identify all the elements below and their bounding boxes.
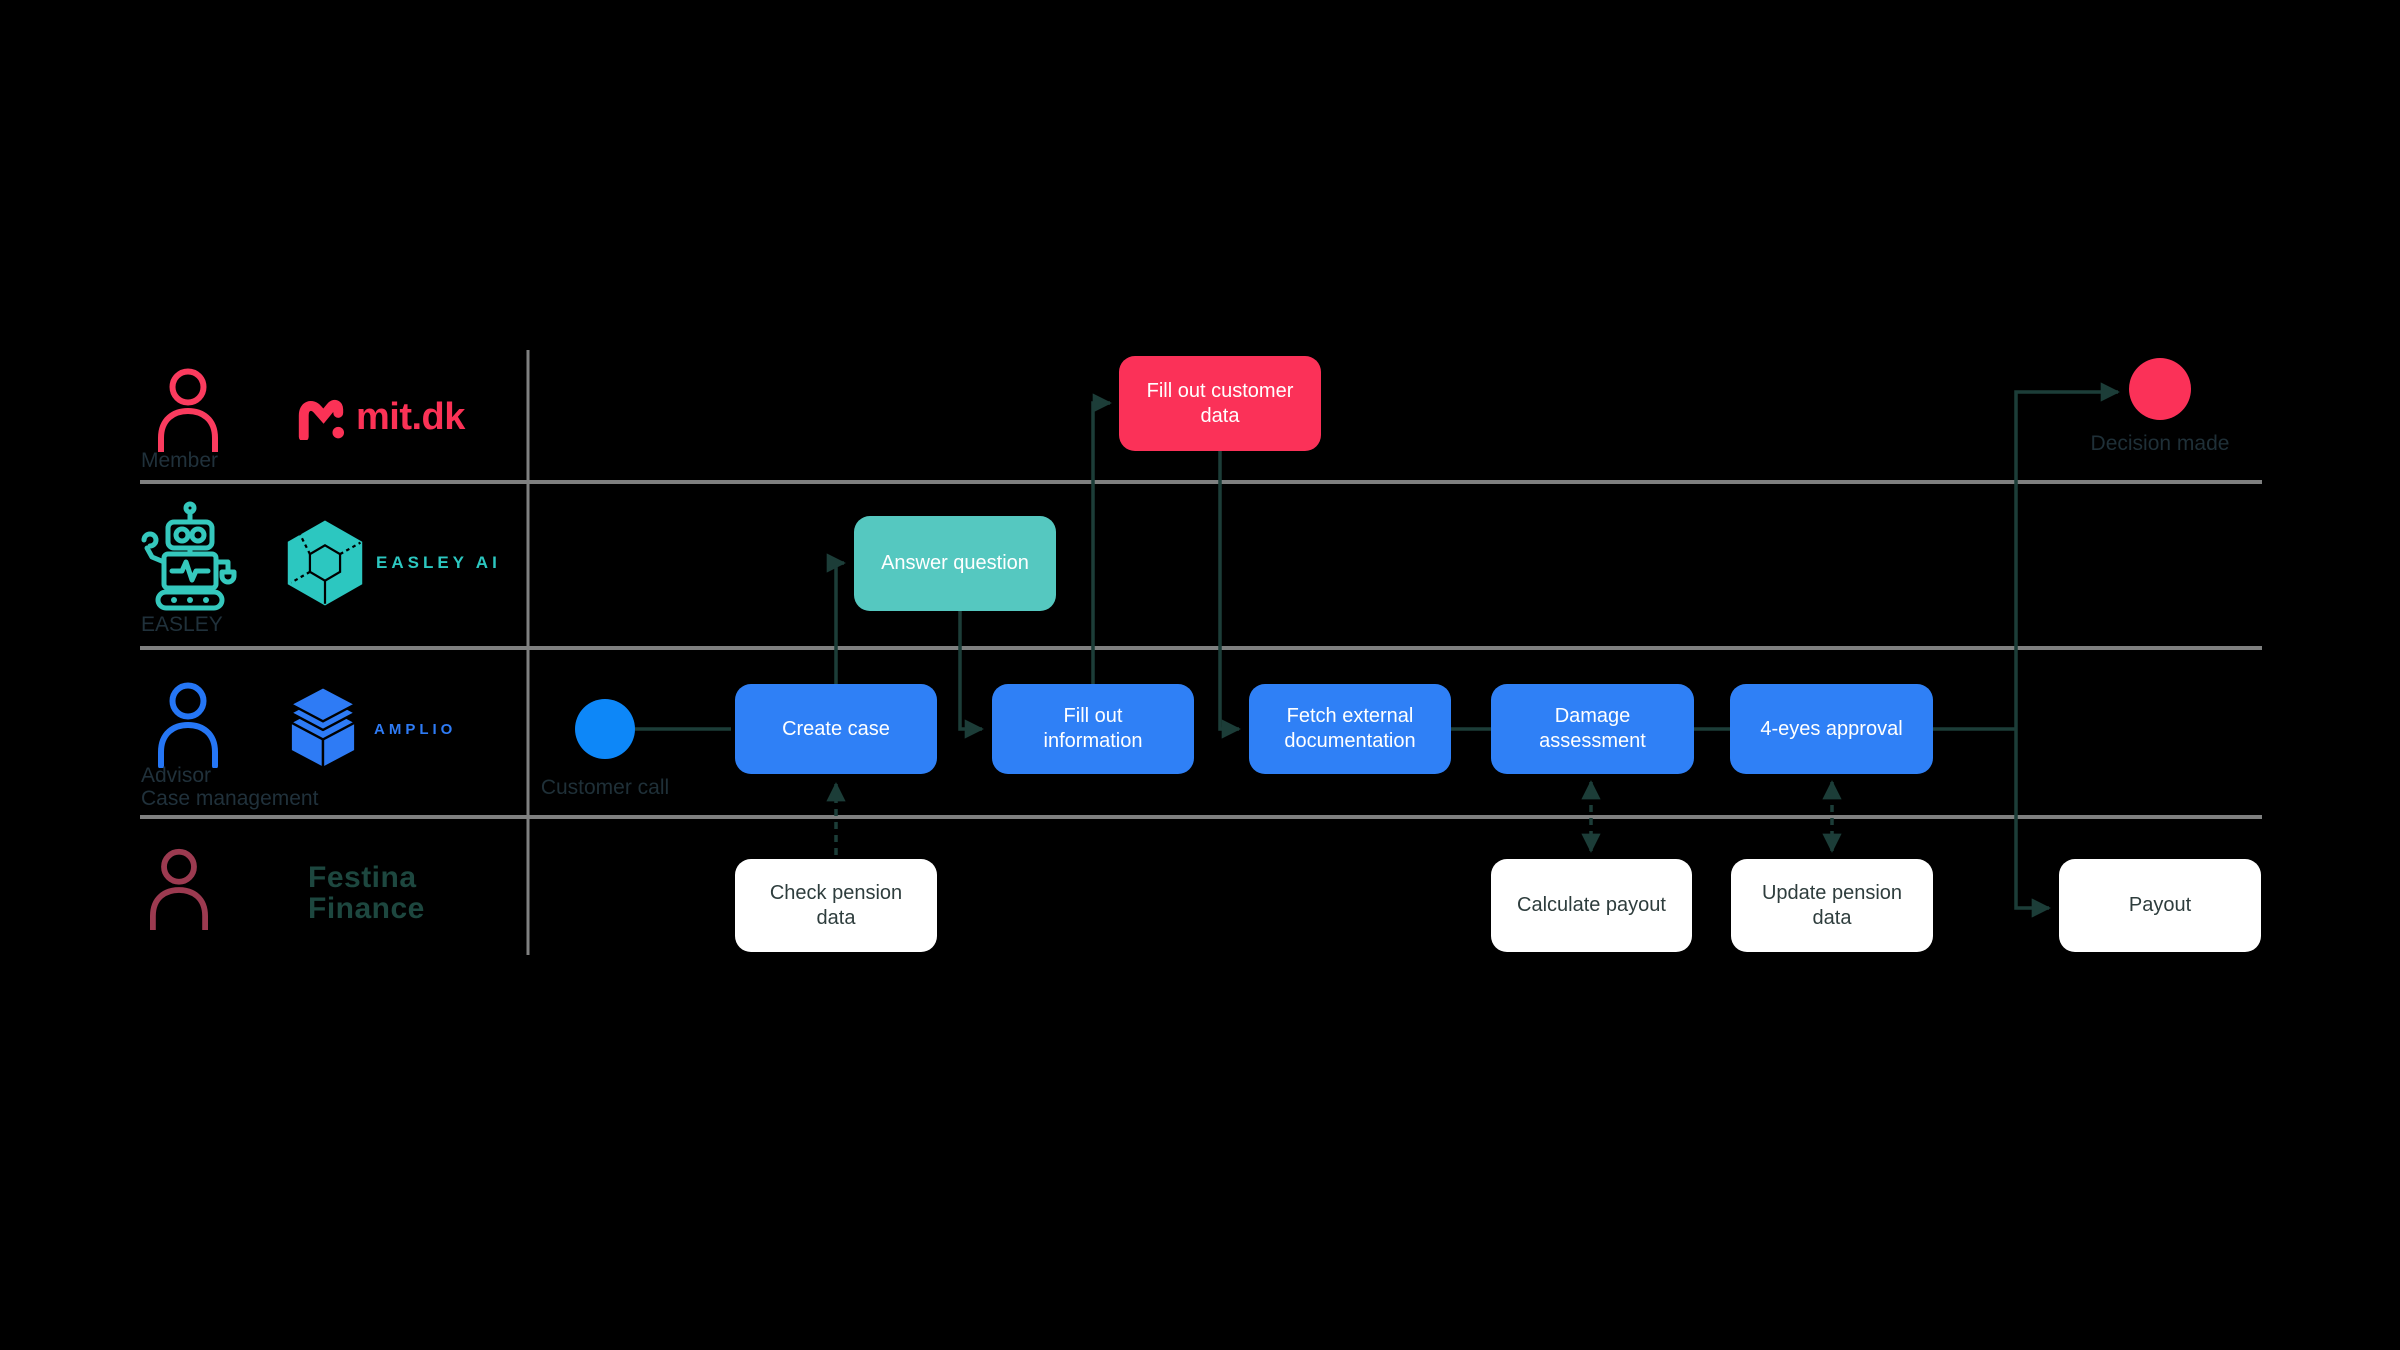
festina-logo-line2: Finance [308,892,425,925]
amplio-logo-text: AMPLIO [374,721,457,738]
start-event-customer-call [575,699,635,759]
task-payout: Payout [2059,859,2261,952]
task-four-eyes-approval: 4-eyes approval [1730,684,1933,774]
easley-ai-logo-icon [287,520,363,606]
mitdk-logo-icon [298,399,344,440]
flow-fill-out-customer-data-to-fetch-external-documentation [1218,451,1241,739]
mitdk-logo-text: mit.dk [356,395,465,438]
lane-label-easley: EASLEY [141,613,223,636]
lane-label-case-management: Case management [141,787,319,810]
task-update-pension-data: Update pension data [1731,859,1933,952]
easley-ai-logo-text: EASLEY AI [376,553,501,572]
flow-junction-to-decision-made [2014,382,2120,729]
lane-label-member: Member [141,449,219,472]
flow-junction-to-payout [2014,729,2051,918]
task-answer-question: Answer question [854,516,1056,611]
flow-create-case-to-answer-question [826,553,846,684]
mitdk-logo: mit.dk [298,394,465,440]
task-fill-out-information: Fill out information [992,684,1194,774]
festina-person-icon [150,848,208,930]
festina-finance-logo: Festina Finance [308,862,425,924]
flow-fill-out-information-to-fill-out-customer-data [1091,393,1112,684]
task-fetch-external-documentation: Fetch external documentation [1249,684,1451,774]
advisor-person-icon [158,682,218,768]
data-associations [826,780,1842,855]
task-damage-assessment: Damage assessment [1491,684,1694,774]
task-create-case: Create case [735,684,937,774]
lane-boundaries [140,350,2262,955]
amplio-logo-icon [289,686,357,770]
task-check-pension-data: Check pension data [735,859,937,952]
end-event-decision-made [2129,358,2191,420]
flow-answer-question-to-fill-out-information [958,611,984,739]
member-person-icon [158,368,218,452]
end-event-label: Decision made [2090,432,2230,455]
start-event-label: Customer call [540,776,670,799]
task-calculate-payout: Calculate payout [1491,859,1692,952]
festina-logo-line1: Festina [308,861,417,894]
easley-robot-icon [141,501,237,611]
lane-label-advisor: Advisor [141,764,212,787]
task-fill-out-customer-data: Fill out customer data [1119,356,1321,451]
sequence-flows [635,382,2120,918]
